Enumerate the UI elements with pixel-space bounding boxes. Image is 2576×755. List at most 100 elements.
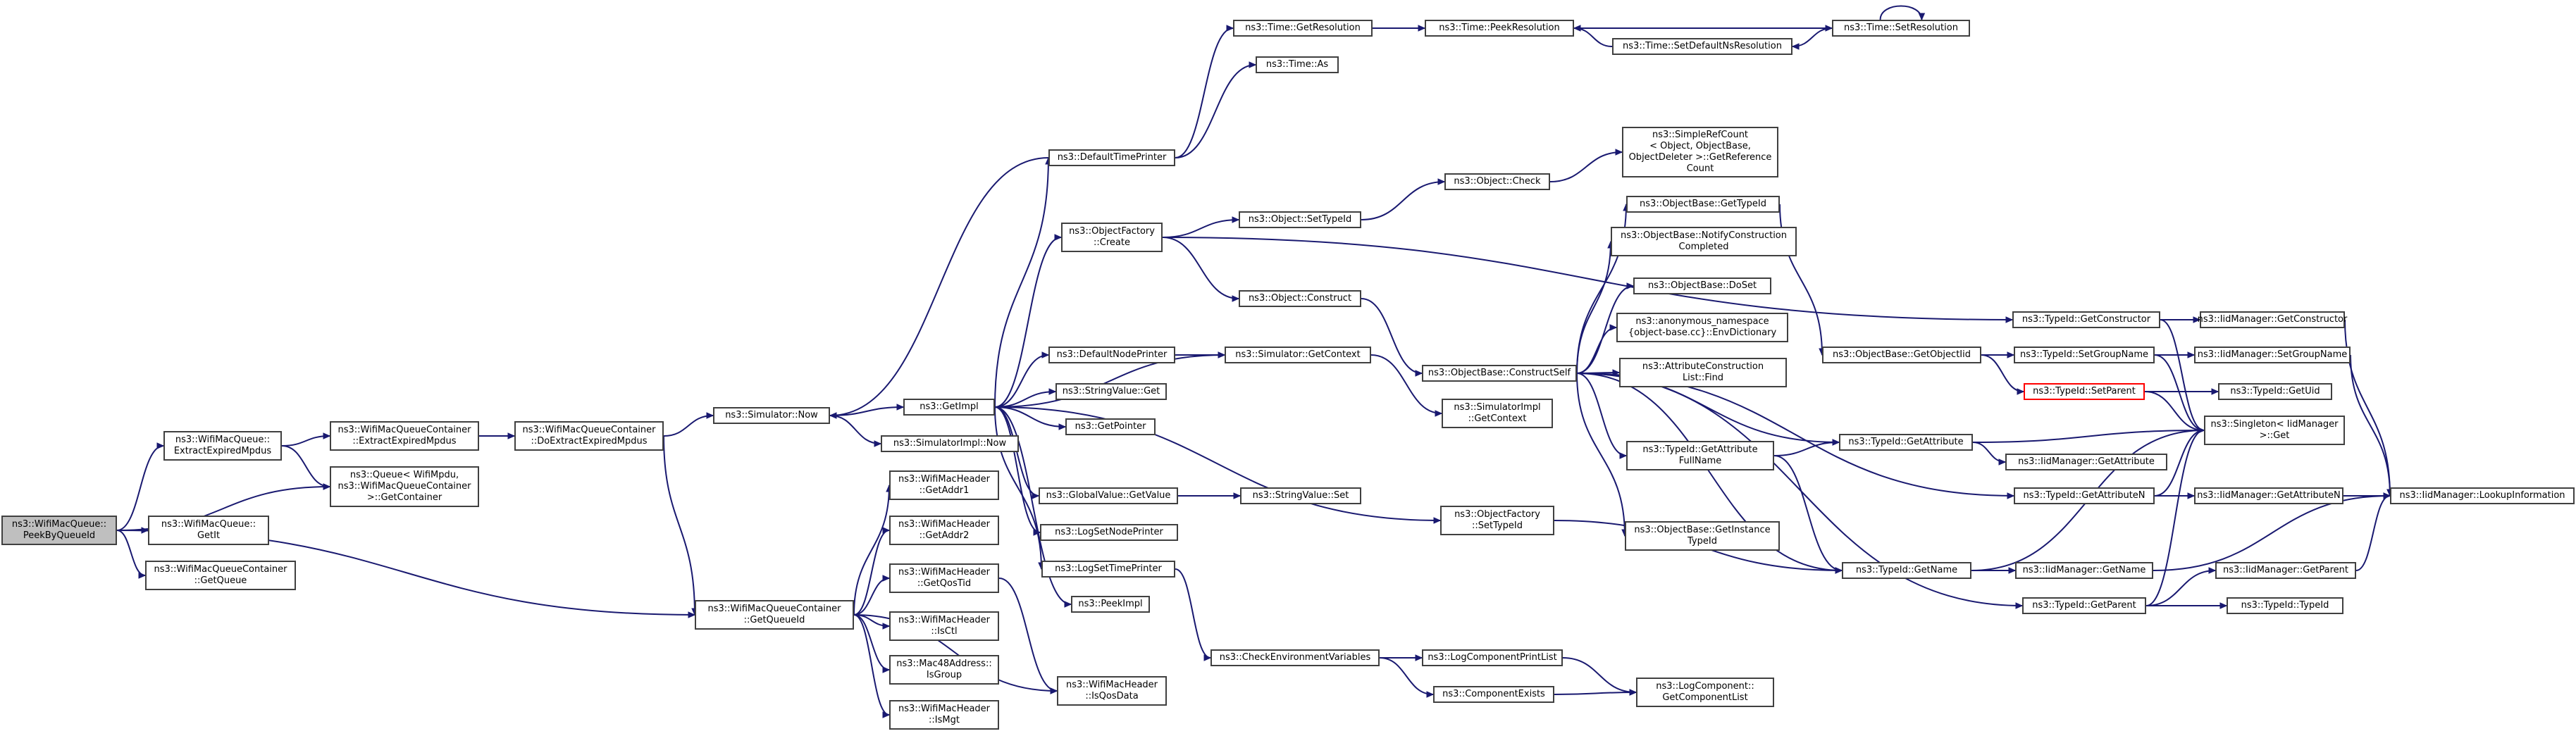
node-ns3-wifimacheader-getaddr2[interactable]: ns3::WifiMacHeader::GetAddr2 [889,516,999,545]
edge-n39-n35 [2355,495,2391,571]
node-ns3-getimpl[interactable]: ns3::GetImpl [903,399,995,416]
node-ns3-iidmanager-getattributen[interactable]: ns3::IidManager::GetAttributeN [2194,487,2343,504]
node-ns3-time-peekresolution[interactable]: ns3::Time::PeekResolution [1425,20,1574,37]
node-ns3-typeid-getname[interactable]: ns3::TypeId::GetName [1842,562,1971,579]
node-ns3-singleton-iidmanager-get[interactable]: ns3::Singleton< IidManager>::Get [2204,416,2345,445]
node-ns3-typeid-getattribute[interactable]: ns3::TypeId::GetAttribute [1839,434,1973,451]
node-label-line: >::Get [2259,430,2290,441]
node-label-line: ns3::DefaultTimePrinter [1057,152,1167,163]
node-ns3-time-setdefaultnsresolution[interactable]: ns3::Time::SetDefaultNsResolution [1612,38,1792,55]
node-ns3-object-construct[interactable]: ns3::Object::Construct [1239,290,1361,307]
node-ns3-getpointer[interactable]: ns3::GetPointer [1065,418,1156,435]
node-ns3-typeid-getuid[interactable]: ns3::TypeId::GetUid [2218,383,2332,400]
node-ns3-simulatorimpl-now[interactable]: ns3::SimulatorImpl::Now [881,435,1019,452]
node-label-line: ns3::Queue< WifiMpdu, [349,470,459,480]
node-ns3-defaultnodeprinter[interactable]: ns3::DefaultNodePrinter [1048,347,1175,363]
node-ns3-wifimacqueuecontainer-getqueueid[interactable]: ns3::WifiMacQueueContainer::GetQueueId [695,600,854,630]
node-ns3-wifimacheader-getqostid[interactable]: ns3::WifiMacHeader::GetQosTid [889,563,999,593]
node-ns3-wifimacheader-isctl[interactable]: ns3::WifiMacHeader::IsCtl [889,611,999,641]
node-ns3-defaulttimeprinter[interactable]: ns3::DefaultTimePrinter [1048,149,1175,166]
node-label-line: ::Create [1094,237,1130,248]
edge-n48-n49 [1370,354,1442,414]
node-ns3-logsettimeprinter[interactable]: ns3::LogSetTimePrinter [1041,561,1175,578]
node-ns3-iidmanager-getconstructor[interactable]: ns3::IidManager::GetConstructor [2198,311,2347,328]
edge-arrowhead [2187,492,2196,499]
node-ns3-queue-wifimpdu-ns3-wifimacqueuecontainer-getcontainer[interactable]: ns3::Queue< WifiMpdu,ns3::WifiMacQueueCo… [330,466,479,507]
node-ns3-simulator-now[interactable]: ns3::Simulator::Now [713,407,830,424]
node-label-line: ns3::SimulatorImpl::Now [893,438,1007,449]
node-ns3-logcomponent-getcomponentlist[interactable]: ns3::LogComponent::GetComponentList [1636,678,1774,707]
node-ns3-typeid-typeid[interactable]: ns3::TypeId::TypeId [2227,597,2343,614]
node-label-line: FullName [1678,456,1722,466]
node-label-line: ns3::WifiMacQueueContainer [338,481,471,492]
node-ns3-logcomponentprintlist[interactable]: ns3::LogComponentPrintList [1422,649,1563,666]
node-label-line: ns3::TypeId::GetAttribute [1848,437,1964,447]
node-ns3-simplerefcount-object-objectbase-objectdeleter-getreference-count[interactable]: ns3::SimpleRefCount< Object, ObjectBase,… [1622,127,1778,177]
node-ns3-wifimacheader-getaddr1[interactable]: ns3::WifiMacHeader::GetAddr1 [889,470,999,500]
node-ns3-wifimacqueuecontainer-getqueue[interactable]: ns3::WifiMacQueueContainer::GetQueue [145,561,296,590]
edge-n9-n48 [994,354,1225,408]
node-ns3-componentexists[interactable]: ns3::ComponentExists [1433,686,1554,703]
node-label-line: ::GetAddr2 [919,530,970,541]
node-ns3-typeid-setparent[interactable]: ns3::TypeId::SetParent [2024,383,2145,400]
node-ns3-time-setresolution[interactable]: ns3::Time::SetResolution [1832,20,1970,37]
node-ns3-globalvalue-getvalue[interactable]: ns3::GlobalValue::GetValue [1039,487,1178,504]
node-ns3-object-settypeid[interactable]: ns3::Object::SetTypeId [1239,211,1361,228]
node-ns3-objectbase-constructself[interactable]: ns3::ObjectBase::ConstructSelf [1422,365,1577,382]
node-ns3-objectfactory-settypeid[interactable]: ns3::ObjectFactory::SetTypeId [1440,506,1554,535]
node-ns3-iidmanager-lookupinformation[interactable]: ns3::IidManager::LookupInformation [2390,487,2575,504]
node-ns3-typeid-setgroupname[interactable]: ns3::TypeId::SetGroupName [2014,347,2155,363]
node-ns3-checkenvironmentvariables[interactable]: ns3::CheckEnvironmentVariables [1210,649,1380,666]
node-ns3-time-as[interactable]: ns3::Time::As [1256,56,1339,73]
edge-arrowhead [1048,388,1057,395]
node-ns3-objectbase-doset[interactable]: ns3::ObjectBase::DoSet [1633,277,1771,294]
node-ns3-time-getresolution[interactable]: ns3::Time::GetResolution [1233,20,1373,37]
edge-n15-n15 [1879,5,1923,20]
node-ns3-typeid-getconstructor[interactable]: ns3::TypeId::GetConstructor [2012,311,2160,328]
node-ns3-objectfactory-create[interactable]: ns3::ObjectFactory::Create [1061,223,1163,252]
edge-n7-n8 [663,415,714,437]
node-ns3-wifimacqueuecontainer-doextractexpiredmpdus[interactable]: ns3::WifiMacQueueContainer::DoExtractExp… [514,421,664,451]
node-ns3-object-check[interactable]: ns3::Object::Check [1444,173,1550,190]
node-ns3-wifimacheader-ismgt[interactable]: ns3::WifiMacHeader::IsMgt [889,700,999,730]
node-label-line: ns3::anonymous_namespace [1635,316,1769,327]
node-ns3-stringvalue-get[interactable]: ns3::StringValue::Get [1055,383,1167,400]
edge-arrowhead [2007,492,2015,499]
node-ns3-wifimacheader-isqosdata[interactable]: ns3::WifiMacHeader::IsQosData [1057,676,1167,706]
edge-arrowhead [2211,388,2219,395]
node-ns3-anonymous-namespace-object-base-cc-envdictionary[interactable]: ns3::anonymous_namespace{object-base.cc}… [1616,313,1788,342]
node-ns3-iidmanager-getattribute[interactable]: ns3::IidManager::GetAttribute [2005,454,2167,470]
node-ns3-iidmanager-setgroupname[interactable]: ns3::IidManager::SetGroupName [2194,347,2351,363]
node-ns3-objectbase-gettypeid[interactable]: ns3::ObjectBase::GetTypeId [1626,196,1780,213]
node-ns3-wifimacqueue-getit[interactable]: ns3::WifiMacQueue::GetIt [148,516,269,545]
node-label-line: ns3::GetImpl [919,401,979,412]
node-ns3-wifimacqueuecontainer-extractexpiredmpdus[interactable]: ns3::WifiMacQueueContainer::ExtractExpir… [330,421,479,451]
node-ns3-objectbase-getobjectiid[interactable]: ns3::ObjectBase::GetObjectIid [1822,347,1981,363]
node-ns3-typeid-getparent[interactable]: ns3::TypeId::GetParent [2022,597,2146,614]
node-ns3-stringvalue-set[interactable]: ns3::StringValue::Set [1240,487,1361,504]
node-label-line: ns3::LogComponentPrintList [1428,652,1557,663]
edge-n5-n65 [853,578,890,616]
node-ns3-peekimpl[interactable]: ns3::PeekImpl [1071,596,1150,613]
node-ns3-simulatorimpl-getcontext[interactable]: ns3::SimulatorImpl::GetContext [1442,399,1553,428]
node-ns3-iidmanager-getname[interactable]: ns3::IidManager::GetName [2015,562,2153,579]
edge-arrowhead [1218,351,1226,358]
edge-n60-n62 [1562,657,1637,693]
node-label-line: ns3::WifiMacHeader [898,567,991,578]
node-ns3-logsetnodeprinter[interactable]: ns3::LogSetNodePrinter [1040,524,1178,541]
node-ns3-iidmanager-getparent[interactable]: ns3::IidManager::GetParent [2215,562,2356,579]
node-ns3-typeid-getattributen[interactable]: ns3::TypeId::GetAttributeN [2014,487,2155,504]
node-label-line: Completed [1678,242,1729,252]
node-ns3-mac48address-isgroup[interactable]: ns3::Mac48Address::IsGroup [889,655,999,685]
edge-n9-n17 [994,237,1062,408]
node-ns3-simulator-getcontext[interactable]: ns3::Simulator::GetContext [1225,347,1371,363]
edge-arrowhead [2208,567,2217,574]
node-ns3-wifimacqueue-extractexpiredmpdus[interactable]: ns3::WifiMacQueue::ExtractExpiredMpdus [163,431,282,461]
node-label-line: ns3::ObjectBase::DoSet [1647,280,1757,291]
